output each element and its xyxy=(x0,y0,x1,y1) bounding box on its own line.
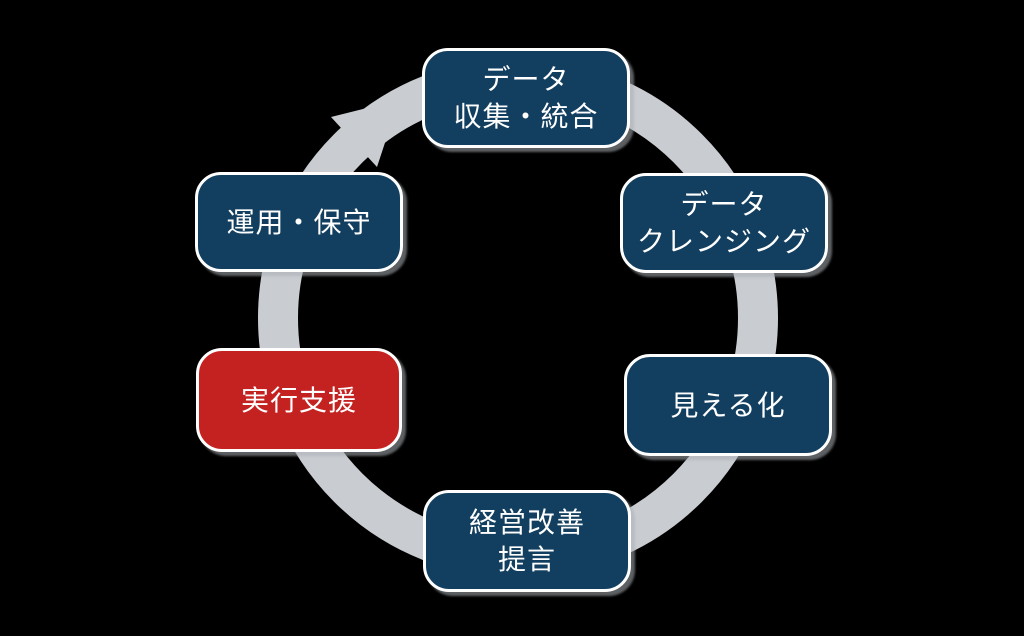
cycle-node-execution-support: 実行支援 xyxy=(196,348,402,452)
node-label-line: データ xyxy=(482,64,570,95)
node-label-line: 運用・保守 xyxy=(226,206,372,238)
cycle-node-operation-maintenance: 運用・保守 xyxy=(195,172,403,272)
node-label-line: 見える化 xyxy=(670,389,786,421)
clockwise-arrowhead-icon xyxy=(331,100,399,167)
node-label-line: 経営改善 xyxy=(468,507,585,538)
node-label-line: データ xyxy=(680,189,768,220)
cycle-node-visualization: 見える化 xyxy=(624,354,832,456)
node-label-line: 提言 xyxy=(497,544,556,575)
node-label-line: クレンジング xyxy=(636,226,811,257)
node-label-line: 収集・統合 xyxy=(453,101,599,132)
cycle-ring-band xyxy=(258,58,778,578)
cycle-node-data-cleansing: データ クレンジング xyxy=(620,173,828,273)
node-label-line: 実行支援 xyxy=(240,384,357,416)
cycle-node-improvement-proposal: 経営改善 提言 xyxy=(423,490,631,592)
cycle-node-data-collection: データ 収集・統合 xyxy=(422,48,630,148)
